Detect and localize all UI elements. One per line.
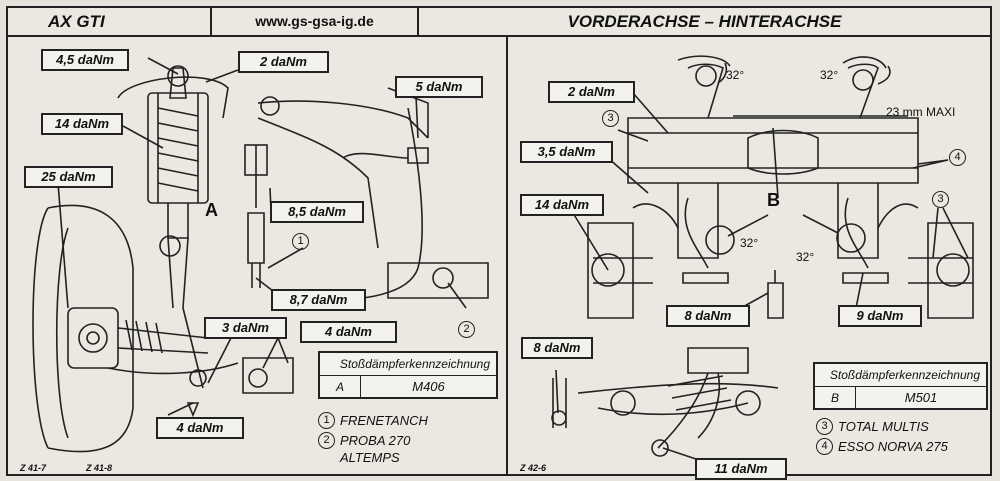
front-shock-table: Stoßdämpferkennzeichnung A M406 xyxy=(318,351,498,399)
code-z41-7: Z 41-7 xyxy=(20,463,47,473)
callout-4: 4 xyxy=(949,149,966,166)
legend-2-text: PROBA 270 xyxy=(340,433,411,448)
legend-2-text2: ALTEMPS xyxy=(340,450,400,465)
rear-shock-value: M501 xyxy=(904,390,938,405)
torque-bolt-85: 8,5 daNm xyxy=(270,201,364,223)
panel-divider xyxy=(506,37,508,476)
torque-rear-upper: 2 daNm xyxy=(548,81,635,103)
callout-3-top: 3 xyxy=(602,110,619,127)
rear-shock-table: Stoßdämpferkennzeichnung B M501 xyxy=(813,362,988,410)
legend-2-num: 2 xyxy=(318,432,335,449)
torque-balljoint: 3 daNm xyxy=(204,317,287,339)
legend-item-1: 1 FRENETANCH xyxy=(318,412,428,429)
torque-rear-hub: 14 daNm xyxy=(520,194,604,216)
legend-item-3: 3 TOTAL MULTIS xyxy=(816,418,948,435)
torque-lower-arm: 4 daNm xyxy=(156,417,244,439)
max-note: 23 mm MAXI xyxy=(886,105,956,119)
torque-antiroll-link: 5 daNm xyxy=(395,76,483,98)
marker-b: B xyxy=(767,190,780,210)
rear-shock-key: B xyxy=(815,387,856,409)
torque-hub-nut: 25 daNm xyxy=(24,166,113,188)
torque-steering-clamp: 4 daNm xyxy=(300,321,397,343)
torque-strut-nut: 14 daNm xyxy=(41,113,123,135)
angle-top-left: 32° xyxy=(726,68,745,82)
rear-shock-table-title: Stoßdämpferkennzeichnung xyxy=(815,364,986,387)
front-shock-table-title: Stoßdämpferkennzeichnung xyxy=(320,353,496,376)
torque-rear-bolt: 8 daNm xyxy=(666,305,750,327)
front-shock-key: A xyxy=(320,376,361,398)
callout-1: 1 xyxy=(292,233,309,250)
torque-upper-mount: 2 daNm xyxy=(238,51,329,73)
torque-rear-detail: 8 daNm xyxy=(521,337,593,359)
legend-1-text: FRENETANCH xyxy=(340,413,428,428)
torque-rear-pivot: 11 daNm xyxy=(695,458,787,480)
torque-rear-arm: 9 daNm xyxy=(838,305,922,327)
torque-rear-crossmember: 3,5 daNm xyxy=(520,141,613,163)
legend-4-num: 4 xyxy=(816,438,833,455)
callout-3-right: 3 xyxy=(932,191,949,208)
source-url: www.gs-gsa-ig.de xyxy=(212,8,419,35)
legend-3-text: TOTAL MULTIS xyxy=(838,419,929,434)
torque-bolt-87: 8,7 daNm xyxy=(271,289,366,311)
header-bar: AX GTI www.gs-gsa-ig.de VORDERACHSE – HI… xyxy=(8,8,990,37)
angle-mid-left: 32° xyxy=(740,236,759,250)
diagram-frame: AX GTI www.gs-gsa-ig.de VORDERACHSE – HI… xyxy=(6,6,992,480)
rear-legend: 3 TOTAL MULTIS 4 ESSO NORVA 275 xyxy=(816,418,948,455)
page-title: VORDERACHSE – HINTERACHSE xyxy=(567,12,842,31)
marker-a: A xyxy=(205,200,218,220)
legend-3-num: 3 xyxy=(816,418,833,435)
legend-1-num: 1 xyxy=(318,412,335,429)
torque-strut-top: 4,5 daNm xyxy=(41,49,129,71)
angle-top-right: 32° xyxy=(820,68,839,82)
model-title: AX GTI xyxy=(8,8,212,35)
legend-4-text: ESSO NORVA 275 xyxy=(838,439,948,454)
angle-mid-right: 32° xyxy=(796,250,815,264)
front-shock-value: M406 xyxy=(412,379,445,394)
legend-item-4: 4 ESSO NORVA 275 xyxy=(816,438,948,455)
suspension-drawing xyxy=(32,55,974,464)
callout-2: 2 xyxy=(458,321,475,338)
code-z41-8: Z 41-8 xyxy=(86,463,113,473)
code-z42-6: Z 42-6 xyxy=(520,463,547,473)
